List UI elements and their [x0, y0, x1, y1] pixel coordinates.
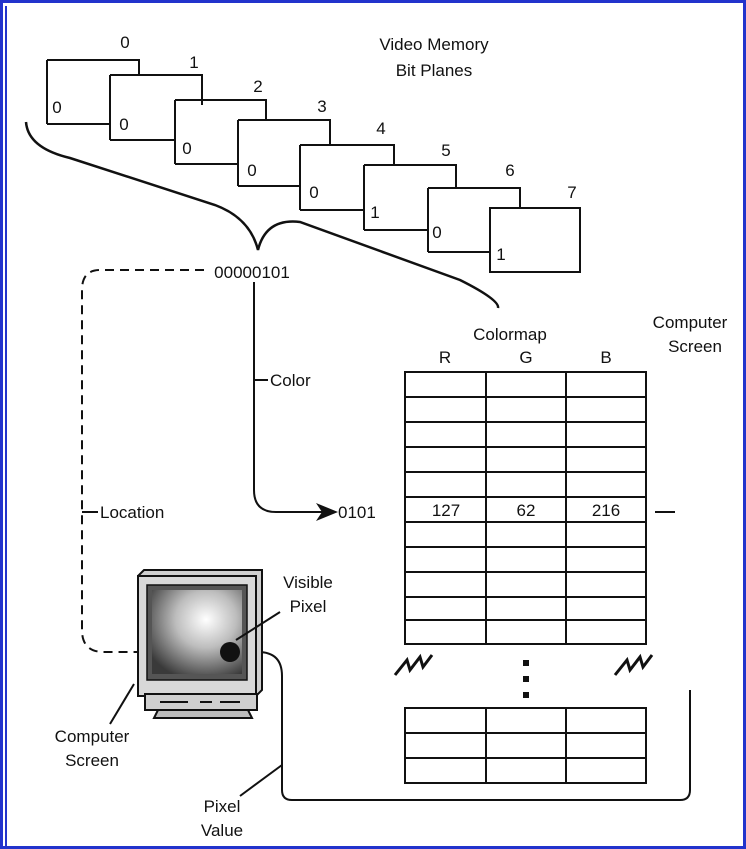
bit-plane-index: 5 — [441, 141, 450, 160]
bit-plane-bit: 0 — [52, 98, 61, 117]
visible-pixel-label-line-1: Visible — [283, 573, 333, 592]
computer-monitor-icon — [138, 570, 262, 718]
bit-plane-bit: 0 — [432, 223, 441, 242]
color-path — [254, 282, 322, 512]
title-line-2: Bit Planes — [396, 61, 473, 80]
screen-label-right-line-1: Computer — [653, 313, 728, 332]
bit-plane-bit: 1 — [370, 203, 379, 222]
bit-plane-index: 7 — [567, 183, 576, 202]
pixel-value-label-line-2: Value — [201, 821, 243, 840]
bit-plane-bit: 1 — [496, 245, 505, 264]
bit-plane-bit: 0 — [247, 161, 256, 180]
bit-plane-bit: 0 — [309, 183, 318, 202]
screen-label-right-line-2: Screen — [668, 337, 722, 356]
location-label: Location — [100, 503, 164, 522]
title-line-1: Video Memory — [379, 35, 489, 54]
bit-plane-index: 6 — [505, 161, 514, 180]
colormap-header-g: G — [519, 348, 532, 367]
colormap-ellipsis — [523, 660, 529, 698]
monitor-label-line-2: Screen — [65, 751, 119, 770]
bit-plane-index: 2 — [253, 77, 262, 96]
bit-plane-0: 0 0 — [47, 33, 139, 124]
bit-plane-index: 0 — [120, 33, 129, 52]
visible-pixel-label-line-2: Pixel — [290, 597, 327, 616]
bit-plane-index: 3 — [317, 97, 326, 116]
bit-plane-1: 1 0 — [110, 53, 202, 140]
colormap-header-r: R — [439, 348, 451, 367]
bit-plane-index: 4 — [376, 119, 385, 138]
colormap-index-value: 0101 — [338, 503, 376, 522]
bit-plane-5: 5 1 — [364, 141, 456, 230]
monitor-label-line-1: Computer — [55, 727, 130, 746]
bit-plane-7: 7 1 — [490, 183, 580, 272]
color-label: Color — [270, 371, 311, 390]
bit-plane-3: 3 0 — [238, 97, 330, 186]
bit-plane-index: 1 — [189, 53, 198, 72]
colormap-cell-r: 127 — [432, 501, 460, 520]
zigzag-break-icon — [615, 655, 652, 675]
colormap-header-b: B — [600, 348, 611, 367]
zigzag-break-icon — [395, 655, 432, 675]
pixel-value-pointer — [240, 765, 282, 796]
monitor-pointer — [110, 684, 134, 724]
colormap-cell-g: 62 — [517, 501, 536, 520]
pixel-value-label-line-1: Pixel — [204, 797, 241, 816]
colormap-cell-b: 216 — [592, 501, 620, 520]
bit-plane-bit: 0 — [182, 139, 191, 158]
pixel-bits-value: 00000101 — [214, 263, 290, 282]
bit-plane-bit: 0 — [119, 115, 128, 134]
colormap-table-end — [405, 708, 646, 783]
colormap-title: Colormap — [473, 325, 547, 344]
pixel-dot-icon — [220, 642, 240, 662]
